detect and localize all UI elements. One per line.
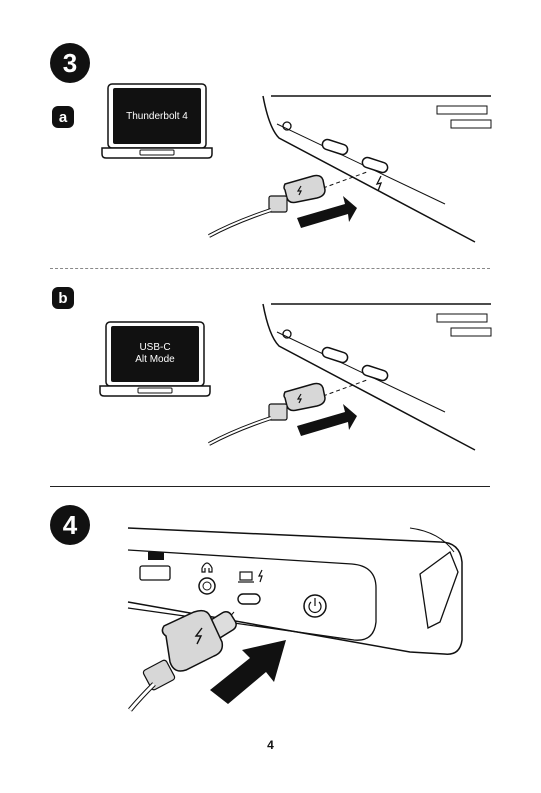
dock-connection-illustration [110,512,470,717]
step-3-number: 3 [63,48,77,79]
page-number: 4 [0,738,541,752]
usb-a-icon [148,552,164,560]
step-3-badge: 3 [50,43,90,83]
laptop-thunderbolt-illustration: Thunderbolt 4 [100,82,214,164]
laptop-screen-text-b1: USB-C [139,342,170,353]
laptop-icon [240,572,252,580]
headphone-icon [202,563,212,572]
laptop-usbc-illustration: USB-C Alt Mode [98,320,212,402]
connection-illustration-a [205,92,495,252]
option-b-letter: b [58,290,67,307]
step-4-number: 4 [63,510,77,541]
option-a-badge: a [52,106,74,128]
connection-illustration-b [205,300,495,460]
step-4-badge: 4 [50,505,90,545]
option-b-badge: b [52,287,74,309]
thunderbolt-icon [377,176,381,191]
laptop-screen-text-a: Thunderbolt 4 [126,111,188,122]
section-divider-dashed [50,268,490,269]
section-divider-solid [50,486,490,487]
option-a-letter: a [59,109,67,126]
laptop-screen-text-b2: Alt Mode [135,354,175,365]
